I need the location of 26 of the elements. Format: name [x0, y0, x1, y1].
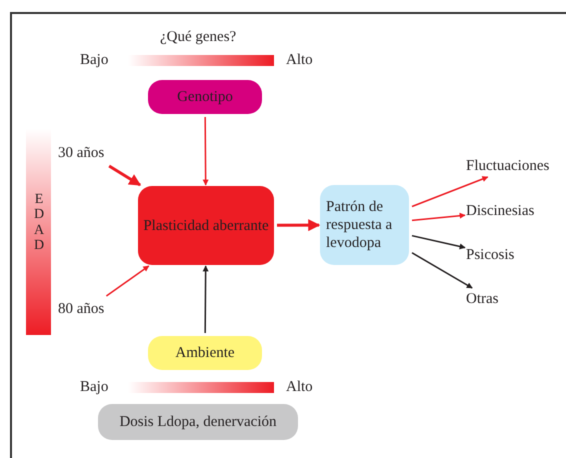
node-label: 30 años	[58, 143, 118, 163]
arrow	[412, 234, 466, 250]
node-label: Psicosis	[466, 245, 530, 265]
arrow	[412, 252, 473, 289]
scale-label: Bajo	[80, 51, 108, 69]
arrow	[412, 176, 488, 208]
process-box: Genotipo	[148, 80, 262, 114]
node-label: Fluctuaciones	[466, 156, 566, 176]
arrow	[412, 212, 466, 222]
node-label: Discinesias	[466, 201, 550, 221]
node-label: 80 años	[58, 299, 118, 319]
scale-label: Alto	[286, 378, 313, 396]
arrow	[108, 164, 142, 186]
node-label: Otras	[466, 289, 516, 309]
process-box: Patrón de respuesta a levodopa	[320, 185, 409, 265]
title-label: ¿Qué genes?	[160, 28, 236, 46]
axis-label: EDAD	[32, 192, 46, 254]
arrow	[106, 265, 150, 297]
process-box: Dosis Ldopa, denervación	[98, 404, 298, 440]
process-box: Ambiente	[148, 336, 262, 370]
arrow	[277, 219, 320, 232]
arrow	[202, 117, 209, 186]
scale-label: Bajo	[80, 378, 108, 396]
arrow	[202, 265, 209, 333]
process-box: Plasticidad aberrante	[138, 186, 274, 265]
scale-label: Alto	[286, 51, 313, 69]
